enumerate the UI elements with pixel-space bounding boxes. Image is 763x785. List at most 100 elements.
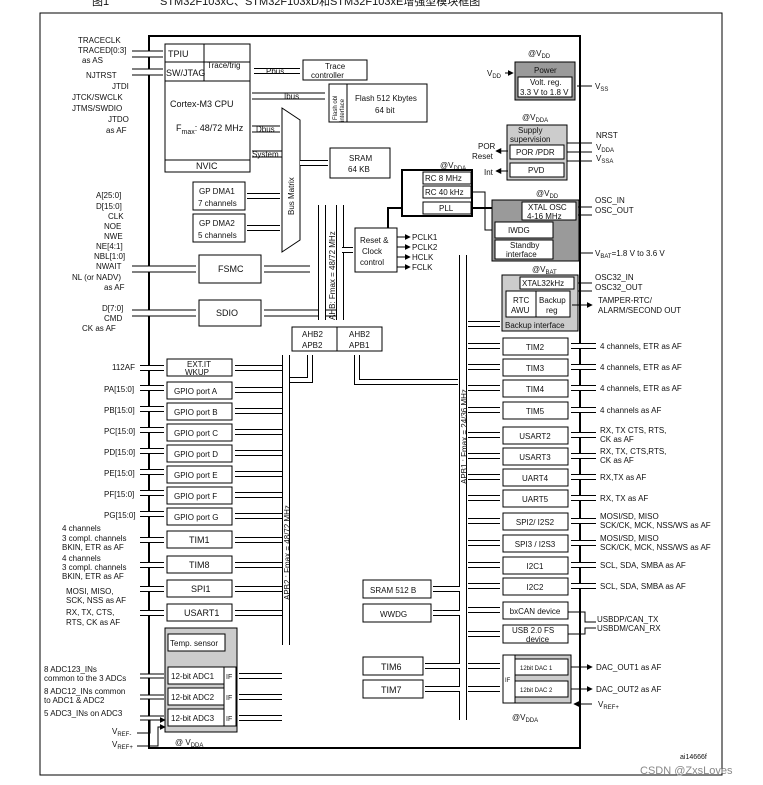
svg-text:Clock: Clock [362, 247, 383, 256]
spi1-pins: MOSI, MISO, SCK, NSS as AF [66, 587, 126, 605]
adc-vdda-label: @ VDDA [175, 738, 203, 749]
tim8-block [166, 555, 233, 574]
gpio-pin-label: PG[15:0] [104, 511, 136, 520]
vref-minus-pin: VREF- [112, 727, 131, 738]
adc-if-block [223, 666, 237, 727]
flash-label-1: Flash 512 Kbytes [355, 94, 417, 103]
trace-controller-label-1: Trace [325, 62, 346, 71]
reset-clock-control-block [354, 227, 398, 273]
svg-text:NWE: NWE [104, 232, 123, 241]
svg-text:RC 40 kHz: RC 40 kHz [425, 188, 464, 197]
svg-text:AWU: AWU [511, 306, 530, 315]
svg-text:GP DMA2: GP DMA2 [199, 219, 235, 228]
svg-text:HCLK: HCLK [412, 253, 434, 262]
svg-text:AHB2: AHB2 [349, 330, 370, 339]
apb1-periph-label: TIM2 [526, 343, 545, 352]
dma1-block [192, 181, 246, 211]
svg-text:as AF: as AF [106, 126, 127, 135]
caption-figure-number: 图1 [92, 0, 109, 8]
svg-text:4-16 MHz: 4-16 MHz [527, 212, 562, 221]
af112-pin: 112AF [112, 363, 135, 372]
svg-text:A[25:0]: A[25:0] [96, 191, 121, 200]
svg-text:5 ADC3_INs on ADC3: 5 ADC3_INs on ADC3 [44, 709, 123, 718]
apb1-periph-label: SPI3 / I2S3 [515, 540, 556, 549]
supply-vdda-label: @VDDA [522, 113, 548, 124]
figure-caption: 图1 STM32F103xC、STM32F103xD和STM32F103xE增强… [92, 0, 480, 8]
svg-text:RC 8 MHz: RC 8 MHz [425, 174, 462, 183]
watermark: CSDN @ZxsLoves [640, 765, 733, 777]
apb1-pin-label: 4 channels, ETR as AF [600, 363, 682, 372]
svg-text:WWDG: WWDG [380, 610, 407, 619]
apb1-periph-block [502, 489, 569, 508]
apb1-periph-block [502, 534, 569, 553]
svg-text:BKIN, ETR as AF: BKIN, ETR as AF [62, 572, 124, 581]
gpio-pin-label: PF[15:0] [104, 490, 134, 499]
svg-text:Power: Power [534, 66, 557, 75]
svg-text:3 compl. channels: 3 compl. channels [62, 563, 126, 572]
apb1-periph-label: UART5 [522, 495, 549, 504]
svg-text:FSMC: FSMC [218, 264, 244, 274]
ahb-label: AHB: Fmax = 48/72 MHz [328, 231, 337, 320]
svg-text:IF: IF [226, 695, 232, 702]
tpiu-label: TPIU [168, 49, 189, 59]
svg-text:D[15:0]: D[15:0] [96, 202, 122, 211]
svg-text:OSC32_IN: OSC32_IN [595, 273, 634, 282]
pbus-label: Pbus [266, 67, 284, 76]
svg-text:POR /PDR: POR /PDR [516, 148, 555, 157]
standby-interface-block [494, 239, 554, 260]
dac1-block [514, 658, 569, 676]
dac-vdda-label: @VDDA [512, 713, 538, 724]
svg-text:SCK, NSS as AF: SCK, NSS as AF [66, 596, 126, 605]
apb1-periph-block [502, 426, 569, 445]
svg-text:PCLK2: PCLK2 [412, 243, 438, 252]
apb1-pin-label: RX, TX as AF [600, 494, 648, 503]
pll-block [422, 201, 472, 215]
gpio-pin-label: PA[15:0] [104, 385, 134, 394]
svg-text:TIM8: TIM8 [189, 560, 210, 570]
sdio-pins: D[7:0] CMD CK as AF [82, 304, 123, 333]
gpio-port-block [166, 486, 233, 505]
temp-sensor-block [167, 633, 226, 652]
apb1-periph-block [502, 401, 569, 420]
apb1-periph-label: UART4 [522, 474, 549, 483]
cpu-fmax-label: Fmax: 48/72 MHz [176, 123, 244, 136]
xtal-osc-block [521, 201, 577, 221]
svg-text:WKUP: WKUP [185, 368, 209, 377]
svg-text:ALARM/SECOND OUT: ALARM/SECOND OUT [598, 306, 681, 315]
fsmc-pins: A[25:0] D[15:0] CLK NOE NWE NE[4:1] NBL[… [72, 191, 125, 292]
gpio-port-block [166, 465, 233, 484]
rc-40khz-block [422, 185, 472, 199]
apb1-periph-block [502, 468, 569, 487]
usart1-pins: RX, TX, CTS, RTS, CK as AF [66, 608, 120, 627]
svg-text:APB2: APB2 [302, 341, 323, 350]
dac2-block [514, 680, 569, 698]
flash-obl-label-2: interface [340, 98, 346, 122]
apb1-periph-label: SPI2/ I2S2 [516, 518, 555, 527]
apb1-periph-block [502, 447, 569, 466]
flash-memory-block [346, 83, 428, 123]
svg-text:AHB2: AHB2 [302, 330, 323, 339]
svg-text:TAMPER-RTC/: TAMPER-RTC/ [598, 296, 653, 305]
apb1-periph-block [502, 556, 569, 575]
svg-text:USBDM/CAN_RX: USBDM/CAN_RX [597, 624, 661, 633]
svg-text:Backup: Backup [539, 296, 566, 305]
svg-text:APB1: APB1 [349, 341, 370, 350]
svg-text:8 ADC12_INs common: 8 ADC12_INs common [44, 687, 125, 696]
apb1-periph-label: TIM4 [526, 385, 545, 394]
gpio-port-label: GPIO port G [174, 513, 218, 522]
svg-text:USART1: USART1 [184, 608, 219, 618]
apb1-periph-block [502, 358, 569, 377]
svg-text:DAC_OUT1 as AF: DAC_OUT1 as AF [596, 663, 661, 672]
vdda-pin: VDDA [596, 143, 614, 154]
svg-text:12-bit ADC3: 12-bit ADC3 [171, 714, 215, 723]
svg-text:JTDI: JTDI [112, 82, 129, 91]
jtag-pins: NJTRST JTDI JTCK/SWCLK JTMS/SWDIO JTDO a… [72, 68, 163, 135]
svg-text:PLL: PLL [439, 204, 454, 213]
swjtag-label: SW/JTAG [166, 68, 205, 78]
flash-label-2: 64 bit [375, 106, 395, 115]
apb1-pin-label: SCL, SDA, SMBA as AF [600, 582, 686, 591]
svg-text:JTMS/SWDIO: JTMS/SWDIO [72, 104, 122, 113]
svg-text:OSC_IN: OSC_IN [595, 196, 625, 205]
svg-text:TIM7: TIM7 [381, 685, 402, 695]
apb1-pin-label: RX, TX, CTS,RTS, [600, 447, 666, 456]
